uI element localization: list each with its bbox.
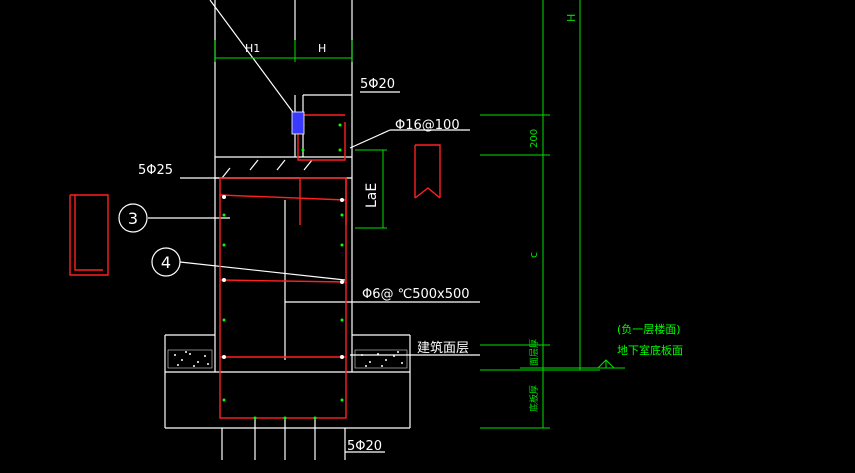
bar-bottom-label: 5Φ20 — [347, 439, 382, 454]
dim-finish-label: 面层厚 — [529, 339, 540, 366]
dim-slab-label: 底板厚 — [528, 385, 540, 412]
stirrup-main-label: Φ6@ ℃500x500 — [362, 287, 470, 302]
floor-hatch — [167, 349, 408, 369]
dimension-lines — [214, 0, 625, 429]
section-mark — [291, 111, 305, 135]
dim-h-label: H — [318, 42, 326, 55]
bar-top-label: 5Φ20 — [360, 77, 395, 92]
dim-c-label: c — [527, 252, 540, 258]
anchorage-label: LaE — [364, 183, 380, 208]
bar-main-label: 5Φ25 — [138, 163, 173, 178]
stirrup-top-label: Φ16@100 — [395, 118, 460, 133]
dim-200-label: 200 — [529, 129, 540, 148]
rebar — [69, 114, 441, 419]
callout-4-label: 4 — [161, 253, 171, 272]
level-note-1: (负一层楼面) — [617, 322, 681, 336]
dim-h1-label: H1 — [245, 42, 260, 55]
rebar-dots — [222, 123, 344, 420]
level-note-2: 地下室底板面 — [617, 343, 683, 357]
rebar-dots-white — [222, 195, 344, 359]
dim-H-label: H — [565, 14, 578, 22]
structure-outline — [148, 0, 480, 460]
callout-3: 3 — [118, 203, 148, 233]
callout-4: 4 — [151, 247, 181, 277]
callout-3-label: 3 — [128, 209, 138, 228]
finish-layer-label: 建筑面层 — [417, 340, 469, 356]
